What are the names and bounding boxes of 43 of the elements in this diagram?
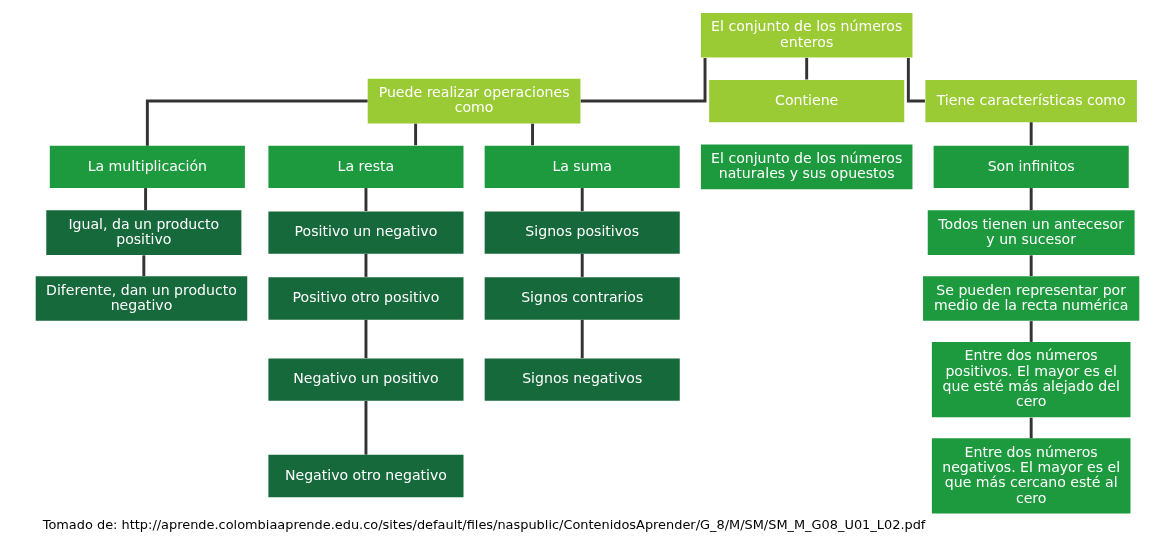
node-box: Signos contrarios [484, 277, 680, 320]
node-box: Signos negativos [484, 358, 680, 401]
node-box: Igual, da un producto positivo [45, 210, 241, 255]
connector [145, 99, 368, 146]
node-box: Se pueden representar por medio de la recta numérica [922, 276, 1139, 321]
connector [413, 123, 417, 146]
node-box: Negativo un positivo [267, 358, 463, 401]
connector [141, 255, 145, 277]
connector [364, 401, 367, 455]
connector [1029, 321, 1033, 342]
node-box: Todos tienen un antecesor y un sucesor [927, 210, 1135, 255]
connector [364, 319, 367, 359]
node-box: Puede realizar operaciones como [367, 78, 580, 124]
node-box: Entre dos números positivos. El mayor es el que esté más alejado del cero [931, 342, 1130, 418]
node-box: La multiplicación [49, 145, 245, 189]
connector [530, 123, 534, 146]
node-box: Contiene [708, 79, 904, 123]
node-box: Positivo otro positivo [267, 277, 463, 320]
connector [1029, 188, 1033, 211]
connector [906, 57, 925, 103]
connector [364, 188, 367, 212]
connector [580, 319, 584, 359]
connector [143, 188, 147, 211]
node-box: Negativo otro negativo [267, 454, 463, 498]
connector [1029, 122, 1033, 146]
connector [580, 188, 584, 212]
connector [580, 57, 706, 103]
node-box: Son infinitos [933, 145, 1129, 189]
node-box: La suma [484, 145, 680, 189]
node-box: Signos positivos [484, 211, 680, 254]
connector [804, 57, 808, 80]
node-box: La resta [267, 145, 463, 189]
node-box: Entre dos números negativos. El mayor es el que más cercano esté al cero [931, 438, 1130, 514]
connector [1029, 255, 1033, 277]
caption: Tomado de: http://aprende.colombiaaprende.edu.co/sites/default/files/naspublic/ContenidosAprender/G_8/M/SM/SM_M_G08_U01_L02.pdf [42, 516, 925, 532]
node-box: Diferente, dan un producto negativo [35, 276, 247, 321]
node-box: El conjunto de los números enteros [700, 12, 912, 58]
connector [580, 253, 584, 277]
node-box: Positivo un negativo [267, 211, 463, 254]
connector [1029, 417, 1033, 439]
node-box: Tiene características como [924, 79, 1137, 123]
node-box: El conjunto de los números naturales y sus opuestos [700, 144, 912, 190]
connector [364, 253, 367, 277]
